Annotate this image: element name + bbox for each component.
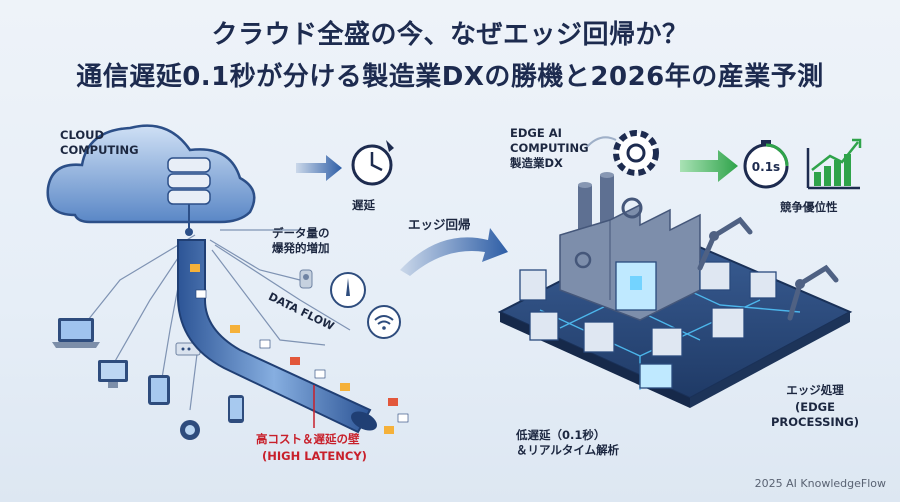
gear-swoosh <box>585 136 617 149</box>
edge-node-cubes <box>519 261 777 389</box>
latency-label: 遅延 <box>352 198 375 212</box>
edge-core-glow <box>630 276 642 290</box>
data-flow-pipe <box>177 239 409 434</box>
latency-arrow <box>296 155 342 181</box>
competitive-advantage-label: 競争優位性 <box>780 200 838 214</box>
page-title: クラウド全盛の今、なぜエッジ回帰か？ <box>211 20 689 50</box>
smartphone-icon <box>228 395 244 423</box>
speed-arrow <box>680 150 738 182</box>
growth-chart-icon <box>806 138 862 190</box>
gear-icon <box>613 130 659 176</box>
high-latency-wall-label: 高コスト＆遅延の壁 <box>256 432 360 446</box>
edge-return-label: エッジ回帰 <box>408 217 471 232</box>
gauge-icon <box>330 272 366 308</box>
wifi-icon <box>367 305 401 339</box>
footer-credit: 2025 AI KnowledgeFlow <box>754 477 886 490</box>
robot-joint <box>795 279 805 289</box>
edge-processing-en-label: (EDGE PROCESSING) <box>770 400 859 429</box>
clock-icon <box>351 140 394 186</box>
low-latency-label: 低遅延（0.1秒） ＆リアルタイム解析 <box>516 428 620 457</box>
cloud-computing-label: CLOUD COMPUTING <box>60 128 139 157</box>
page-subtitle: 通信遅延0.1秒が分ける製造業DXの勝機と2026年の産業予測 <box>76 62 824 92</box>
edge-return-arrow <box>400 228 508 276</box>
monitor-icon <box>98 360 128 388</box>
device-network <box>79 229 351 411</box>
server-icon <box>167 157 211 236</box>
robot-joint <box>709 231 719 241</box>
sensor-icon <box>299 269 313 289</box>
timer-icon <box>743 140 789 189</box>
timer-text: 0.1s <box>752 160 780 174</box>
high-latency-en-label: (HIGH LATENCY) <box>262 449 367 463</box>
camera-icon <box>180 420 200 440</box>
edge-ai-label: EDGE AI COMPUTING 製造業DX <box>510 126 589 170</box>
edge-processing-label: エッジ処理 <box>786 383 844 397</box>
data-volume-label: データ量の 爆発的増加 <box>272 226 330 255</box>
laptop-icon <box>52 318 100 348</box>
tablet-icon <box>148 375 170 405</box>
robot-arm-icon <box>697 216 839 321</box>
